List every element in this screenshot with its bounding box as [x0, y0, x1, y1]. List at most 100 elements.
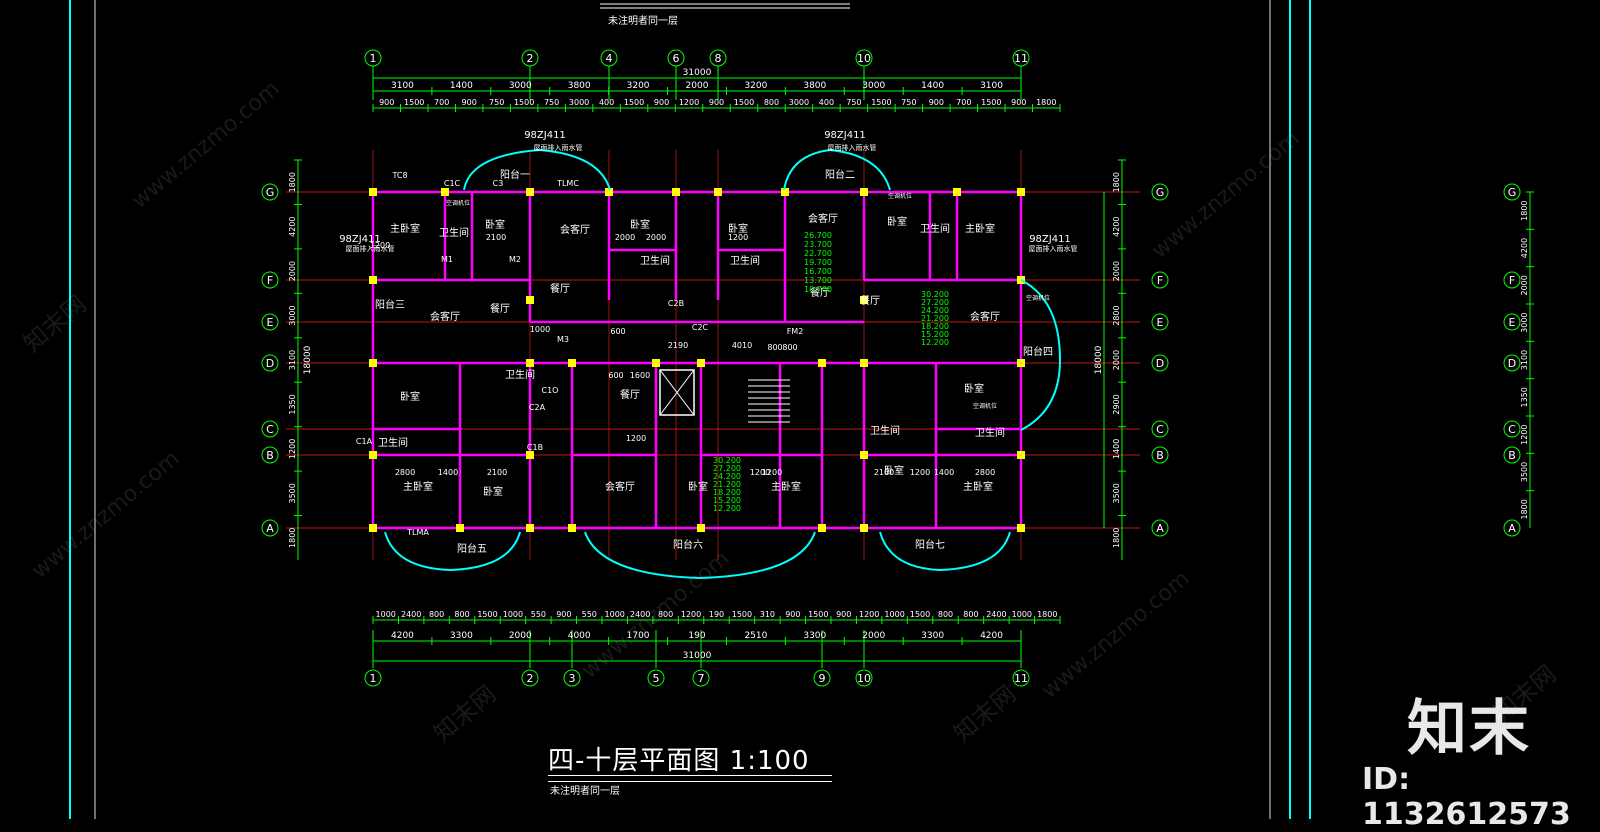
column — [526, 524, 534, 532]
balcony — [584, 531, 816, 580]
dimension-value: 1500 — [981, 98, 1001, 107]
dimension-value: 3000 — [288, 305, 297, 325]
axis-label-bottom: 3 — [569, 672, 576, 685]
dimension-value: 1000 — [605, 610, 625, 619]
axis-label-right: E — [1157, 316, 1164, 329]
dimension-value: 1800 — [1520, 200, 1529, 220]
dimension-value: 800 — [764, 98, 779, 107]
dimension-value: 800 — [938, 610, 953, 619]
room-label: 卧室 — [964, 382, 984, 395]
core-dimension: 2800 — [975, 468, 995, 477]
axis-bubble — [855, 49, 873, 67]
axis-label-left: E — [267, 316, 274, 329]
pipe-note: 屋面排入雨水管 — [534, 143, 583, 152]
room-label: 餐厅 — [620, 388, 640, 401]
column — [860, 359, 868, 367]
dimension-value: 1400 — [450, 81, 473, 91]
core-dimension: 1600 — [630, 371, 650, 380]
room-label: 主卧室 — [390, 222, 420, 235]
axis-bubble — [1503, 183, 1521, 201]
room-label: 卧室 — [887, 215, 907, 228]
dimension-value: 1500 — [477, 610, 497, 619]
column — [953, 188, 961, 196]
dimension-value: 800 — [429, 610, 444, 619]
brand-logo: 知末 — [1407, 694, 1531, 764]
axis-bubble — [1151, 354, 1169, 372]
axis-bubble — [1012, 49, 1030, 67]
axis-label-bottom: 1 — [370, 672, 377, 685]
room-label: 卧室 — [483, 485, 503, 498]
dimension-value: 3300 — [450, 631, 473, 641]
dimension-value: 1000 — [503, 610, 523, 619]
dimension-value: 1350 — [1520, 387, 1529, 407]
axis-bubble — [521, 49, 539, 67]
dimension-value: 3000 — [862, 81, 885, 91]
axis-bubble — [364, 49, 382, 67]
dimension-value: 1800 — [288, 172, 297, 192]
axis-bubble — [261, 183, 279, 201]
dimension-value: 2900 — [1112, 394, 1121, 414]
axis-label-left: B — [266, 449, 274, 462]
dimension-value: 1500 — [871, 98, 891, 107]
axis-bubble — [364, 669, 382, 687]
dimension-value: 700 — [956, 98, 971, 107]
axis-label-left: F — [267, 274, 273, 287]
dimension-total: 31000 — [683, 68, 712, 78]
room-label: 会客厅 — [605, 480, 635, 493]
title-underline — [548, 775, 832, 782]
dimension-value: 550 — [582, 610, 597, 619]
balcony — [384, 531, 521, 572]
axis-bubble — [1503, 420, 1521, 438]
core-dimension: 1200 — [910, 468, 930, 477]
watermark-text: 知末网 — [428, 680, 501, 748]
dimension-value: 900 — [556, 610, 571, 619]
dimension-value: 2000 — [509, 631, 532, 641]
room-label: 卫生间 — [730, 254, 760, 267]
axis-bubble — [1151, 420, 1169, 438]
axis-label-top: 10 — [857, 52, 871, 65]
core-dimension: 800 — [782, 343, 797, 352]
watermark-text: www.znzmo.com — [1147, 126, 1304, 264]
room-label: 阳台五 — [457, 542, 487, 555]
dimension-value: 3500 — [1520, 462, 1529, 482]
dimension-value: 4000 — [568, 631, 591, 641]
axis-label-bottom: 7 — [698, 672, 705, 685]
core-dimension: 2100 — [874, 468, 894, 477]
axis-label-top: 6 — [673, 52, 680, 65]
window-code: C1O — [542, 386, 559, 395]
axis-bubble — [261, 420, 279, 438]
column — [456, 524, 464, 532]
window-code: M1 — [441, 255, 453, 264]
small-note: 空调机位 — [888, 192, 912, 200]
room-label: 卧室 — [485, 218, 505, 231]
axis-label-far: C — [1508, 423, 1516, 436]
axis-label-bottom: 10 — [857, 672, 871, 685]
dimension-value: 750 — [846, 98, 861, 107]
axis-bubble — [1151, 446, 1169, 464]
dimension-value: 3000 — [789, 98, 809, 107]
window-code: TC8 — [391, 171, 407, 180]
dimension-value: 800 — [963, 610, 978, 619]
column — [781, 188, 789, 196]
room-label: 卧室 — [728, 222, 748, 235]
window-code: C3 — [493, 179, 504, 188]
window-code: M2 — [509, 255, 521, 264]
axis-bubble — [261, 271, 279, 289]
axis-bubble — [692, 669, 710, 687]
core-dimension: 1200 — [370, 241, 390, 250]
room-label: 卧室 — [884, 464, 904, 477]
dimension-value: 3200 — [627, 81, 650, 91]
dimension-value: 2800 — [1112, 305, 1121, 325]
room-label: 主卧室 — [965, 222, 995, 235]
small-note: 空调机位 — [1026, 294, 1050, 302]
pipe-note: 屋面排入雨水管 — [346, 244, 395, 253]
dimension-value: 900 — [379, 98, 394, 107]
room-label: 餐厅 — [810, 286, 830, 299]
dimension-value: 3000 — [509, 81, 532, 91]
dimension-value: 1200 — [679, 98, 699, 107]
elevation-label: 15.200 — [713, 496, 741, 505]
watermark-text: 知末网 — [18, 290, 91, 358]
dimension-value: 2400 — [986, 610, 1006, 619]
